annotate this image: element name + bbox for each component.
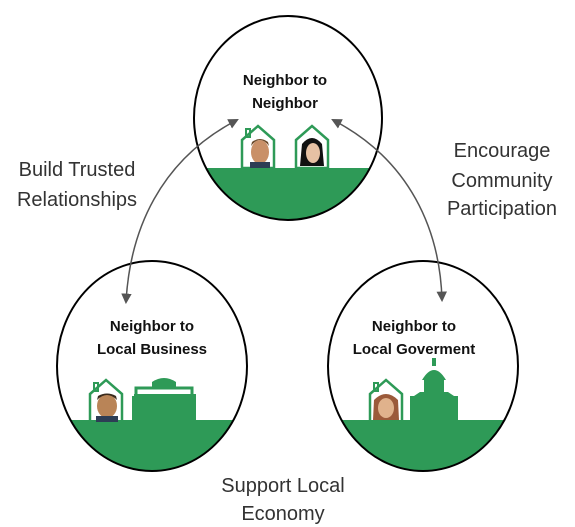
node-title-line1: Neighbor to [110,318,194,335]
capitol-building-icon [410,358,458,424]
node-neighbor-to-neighbor: Neighbor to Neighbor [193,15,383,221]
node-title-line2: Neighbor [252,95,318,112]
arrow-top-to-left [121,119,239,305]
edge-label-left: Build Trusted Relationships [17,159,137,211]
edge-label-right-line1: Encourage [454,140,551,162]
node-title-line2: Local Goverment [353,341,476,358]
house-person-woman-icon [294,124,330,170]
edge-label-right-line3: Participation [447,198,557,220]
node-title-line1: Neighbor to [243,72,327,89]
edge-label-bottom-line1: Support Local [221,475,344,497]
node-neighbor-to-local-business: Neighbor to Local Business [56,260,248,472]
edge-label-right-line2: Community [451,170,552,192]
edge-label-bottom-line2: Economy [241,503,324,525]
edge-label-left-line2: Relationships [17,189,137,211]
edge-label-right: Encourage Community Participation [447,140,557,220]
node-neighbor-to-local-government: Neighbor to Local Goverment [327,260,519,472]
edge-label-bottom: Support Local Economy [221,475,344,525]
house-person-man-icon [88,378,124,424]
node-title-line2: Local Business [97,341,207,358]
node-title-line1: Neighbor to [372,318,456,335]
business-building-icon [132,378,196,422]
house-person-woman-icon [368,378,404,424]
arrow-top-to-right [331,119,448,303]
edge-label-left-line1: Build Trusted [19,159,136,181]
house-person-man-icon [240,124,276,170]
